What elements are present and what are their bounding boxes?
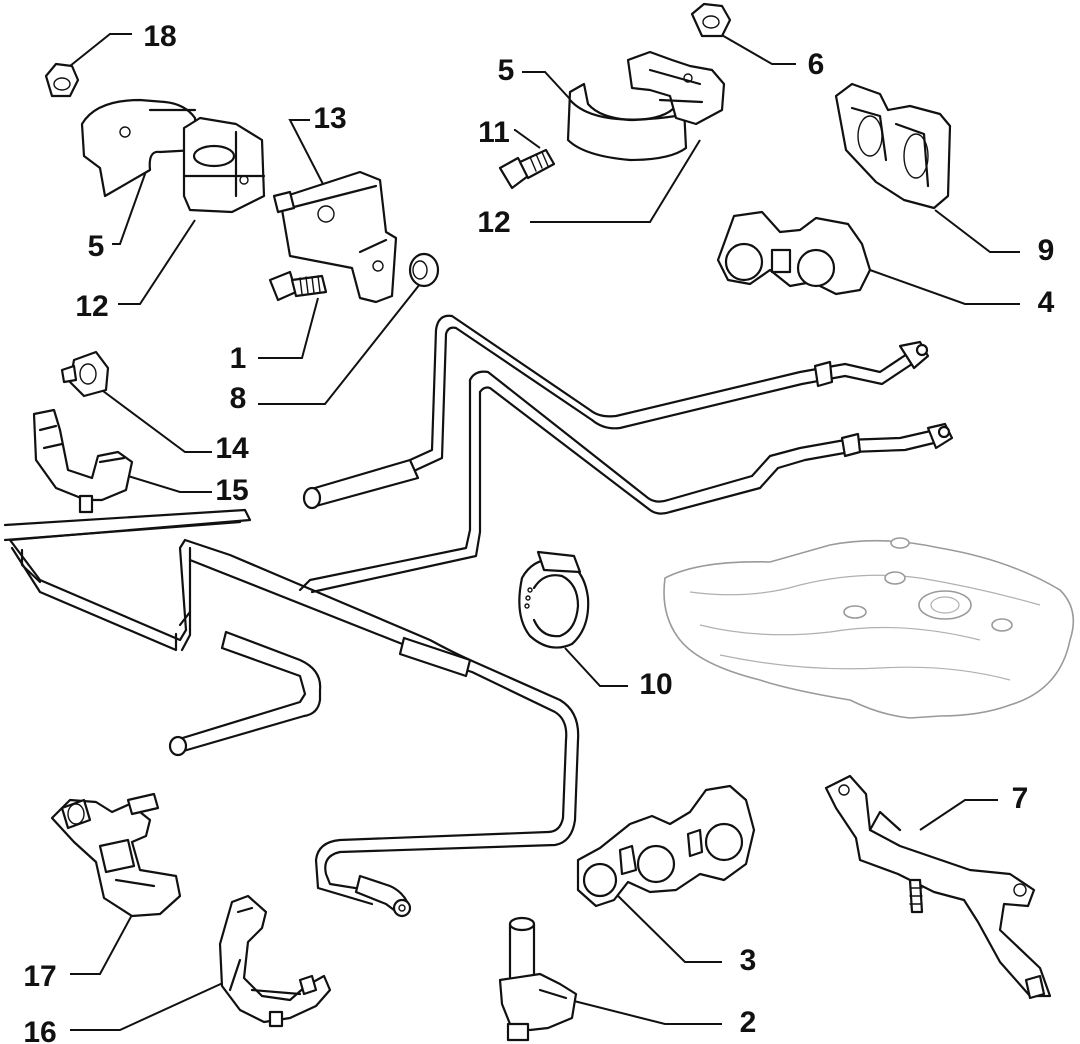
leader-line-12 — [118, 219, 196, 305]
leader-line-4 — [869, 269, 1020, 305]
callout-8: 8 — [230, 382, 247, 415]
callout-18: 18 — [143, 20, 176, 53]
callout-13: 13 — [313, 102, 346, 135]
fuel-pipes — [3, 314, 954, 918]
callout-4: 4 — [1038, 286, 1055, 319]
callout-2: 2 — [740, 1006, 757, 1039]
leader-line-3 — [611, 889, 722, 963]
part-1-bolt — [268, 270, 328, 302]
callout-7: 7 — [1012, 782, 1029, 815]
part-11-bolt — [498, 148, 556, 190]
part-9-clip — [834, 82, 952, 210]
leader-line-1 — [258, 297, 319, 359]
part-17-clip — [50, 792, 182, 918]
leader-line-15 — [114, 471, 212, 493]
callout-16: 16 — [23, 1016, 56, 1044]
part-4-clip — [716, 210, 872, 296]
callout-5: 5 — [498, 54, 515, 87]
part-5-12-clamp-top — [566, 50, 726, 162]
leader-line-16 — [70, 981, 226, 1031]
callout-12: 12 — [75, 290, 108, 323]
leader-line-14 — [94, 384, 212, 453]
leader-lines — [59, 33, 1020, 1031]
leader-line-13 — [288, 119, 326, 189]
part-2-connector — [498, 916, 578, 1042]
callout-11: 11 — [478, 116, 510, 149]
part-14-clip — [60, 350, 110, 398]
part-13-bracket — [272, 170, 398, 304]
leader-line-6 — [719, 33, 796, 65]
leader-line-2 — [569, 999, 722, 1025]
callout-5: 5 — [88, 230, 105, 263]
callout-14: 14 — [215, 432, 249, 465]
part-3-multi-clip — [576, 784, 756, 908]
leader-line-11 — [514, 129, 541, 149]
callout-15: 15 — [215, 474, 248, 507]
callout-1: 1 — [230, 342, 247, 375]
leader-line-7 — [919, 799, 998, 831]
leader-line-12 — [530, 139, 701, 223]
leader-line-17 — [70, 899, 141, 975]
leader-line-10 — [564, 647, 628, 687]
part-8-grommet — [408, 252, 440, 288]
leader-line-9 — [934, 209, 1020, 253]
part-5-12-clamp-left — [80, 98, 266, 214]
part-10-hose-clamp — [518, 550, 590, 649]
part-6-nut — [690, 2, 732, 38]
leader-line-5 — [522, 71, 581, 111]
part-15-clip — [32, 408, 134, 514]
leader-line-18 — [59, 33, 132, 75]
callout-10: 10 — [639, 668, 672, 701]
leader-line-5 — [112, 159, 151, 245]
callout-12: 12 — [477, 206, 510, 239]
part-18-nut — [44, 62, 80, 98]
callout-17: 17 — [23, 960, 56, 993]
part-16-clip — [218, 894, 332, 1028]
callout-3: 3 — [740, 944, 757, 977]
callout-6: 6 — [808, 48, 825, 81]
fuel-tank — [663, 537, 1075, 719]
leader-line-8 — [258, 283, 421, 405]
callout-9: 9 — [1038, 234, 1055, 267]
part-7-bracket — [824, 774, 1052, 1000]
